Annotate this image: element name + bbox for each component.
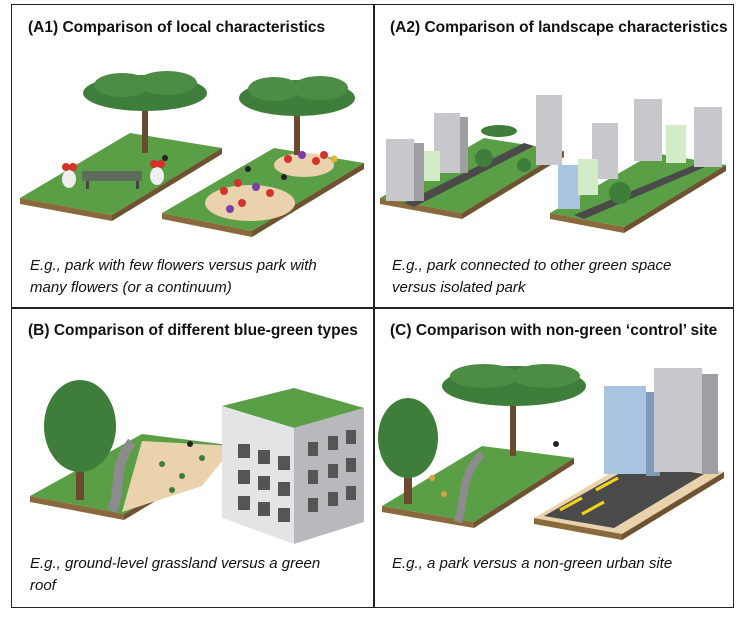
tree-icon [517, 158, 531, 172]
planter-icon [150, 167, 164, 185]
green-roof-building [222, 388, 364, 544]
road [404, 143, 534, 207]
bee-icon [162, 155, 168, 161]
connected-park [380, 95, 564, 219]
footpath [454, 451, 485, 524]
park-site [378, 364, 586, 528]
green-roof [222, 388, 364, 428]
bee-icon [553, 441, 559, 447]
tree-trunk [76, 456, 84, 500]
flower-bed [205, 185, 295, 221]
planter-icon [62, 170, 76, 188]
panel-a2-illustration [380, 95, 726, 233]
panel-c-caption: E.g., a park versus a non-green urban si… [392, 555, 673, 572]
park-many-flowers [162, 76, 364, 237]
urban-control-site [534, 368, 724, 540]
park-few-flowers [20, 71, 222, 221]
lamp-icon [429, 475, 435, 481]
lamp-icon [441, 491, 447, 497]
isolated-park [550, 99, 726, 233]
building-icon [604, 386, 646, 474]
panel-b-illustration [30, 380, 364, 544]
tree-trunk [294, 105, 300, 155]
bee-icon [281, 174, 287, 180]
tree-icon [44, 380, 116, 472]
building-icon [536, 95, 562, 165]
building-icon [694, 107, 722, 167]
building-icon [424, 151, 440, 181]
building-icon [386, 139, 414, 201]
horizontal-divider [12, 307, 733, 309]
tree-trunk [510, 396, 516, 456]
road [574, 161, 712, 219]
panel-a1: (A1) Comparison of local characteristics [12, 5, 372, 305]
panel-a1-illustration [20, 71, 364, 237]
panel-a2-title: (A2) Comparison of landscape characteris… [390, 19, 728, 36]
tree-trunk [404, 456, 412, 504]
panel-a1-caption: E.g., park with few flowers versus park … [30, 257, 317, 296]
vertical-divider [373, 5, 375, 607]
panel-a2: (A2) Comparison of landscape characteris… [374, 5, 734, 305]
panel-c-title: (C) Comparison with non-green ‘control’ … [390, 322, 718, 339]
tree-trunk [142, 98, 148, 153]
meadow-patch [122, 441, 234, 512]
panel-c: (C) Comparison with non-green ‘control’ … [374, 308, 734, 608]
bench-icon [82, 171, 142, 181]
panel-a1-title: (A1) Comparison of local characteristics [28, 19, 326, 36]
bee-icon [245, 166, 251, 172]
building-icon [634, 99, 662, 161]
panel-b: (B) Comparison of different blue-green t… [12, 308, 372, 608]
figure-grid: (A1) Comparison of local characteristics [11, 4, 734, 608]
panel-b-caption: E.g., ground-level grassland versus a gr… [30, 555, 321, 594]
tree-icon [475, 149, 493, 167]
stream-path [107, 438, 137, 513]
tree-icon [481, 125, 517, 137]
building-icon [666, 125, 686, 163]
grassland [30, 380, 237, 520]
panel-b-title: (B) Comparison of different blue-green t… [28, 322, 358, 339]
building-icon [222, 406, 294, 544]
panel-c-illustration [378, 364, 724, 540]
bee-icon [187, 441, 193, 447]
building-icon [654, 368, 702, 472]
tree-icon [378, 398, 438, 478]
building-icon [558, 165, 580, 209]
tree-icon [609, 182, 631, 204]
panel-a2-caption: E.g., park connected to other green spac… [392, 257, 672, 296]
building-icon [578, 159, 598, 195]
